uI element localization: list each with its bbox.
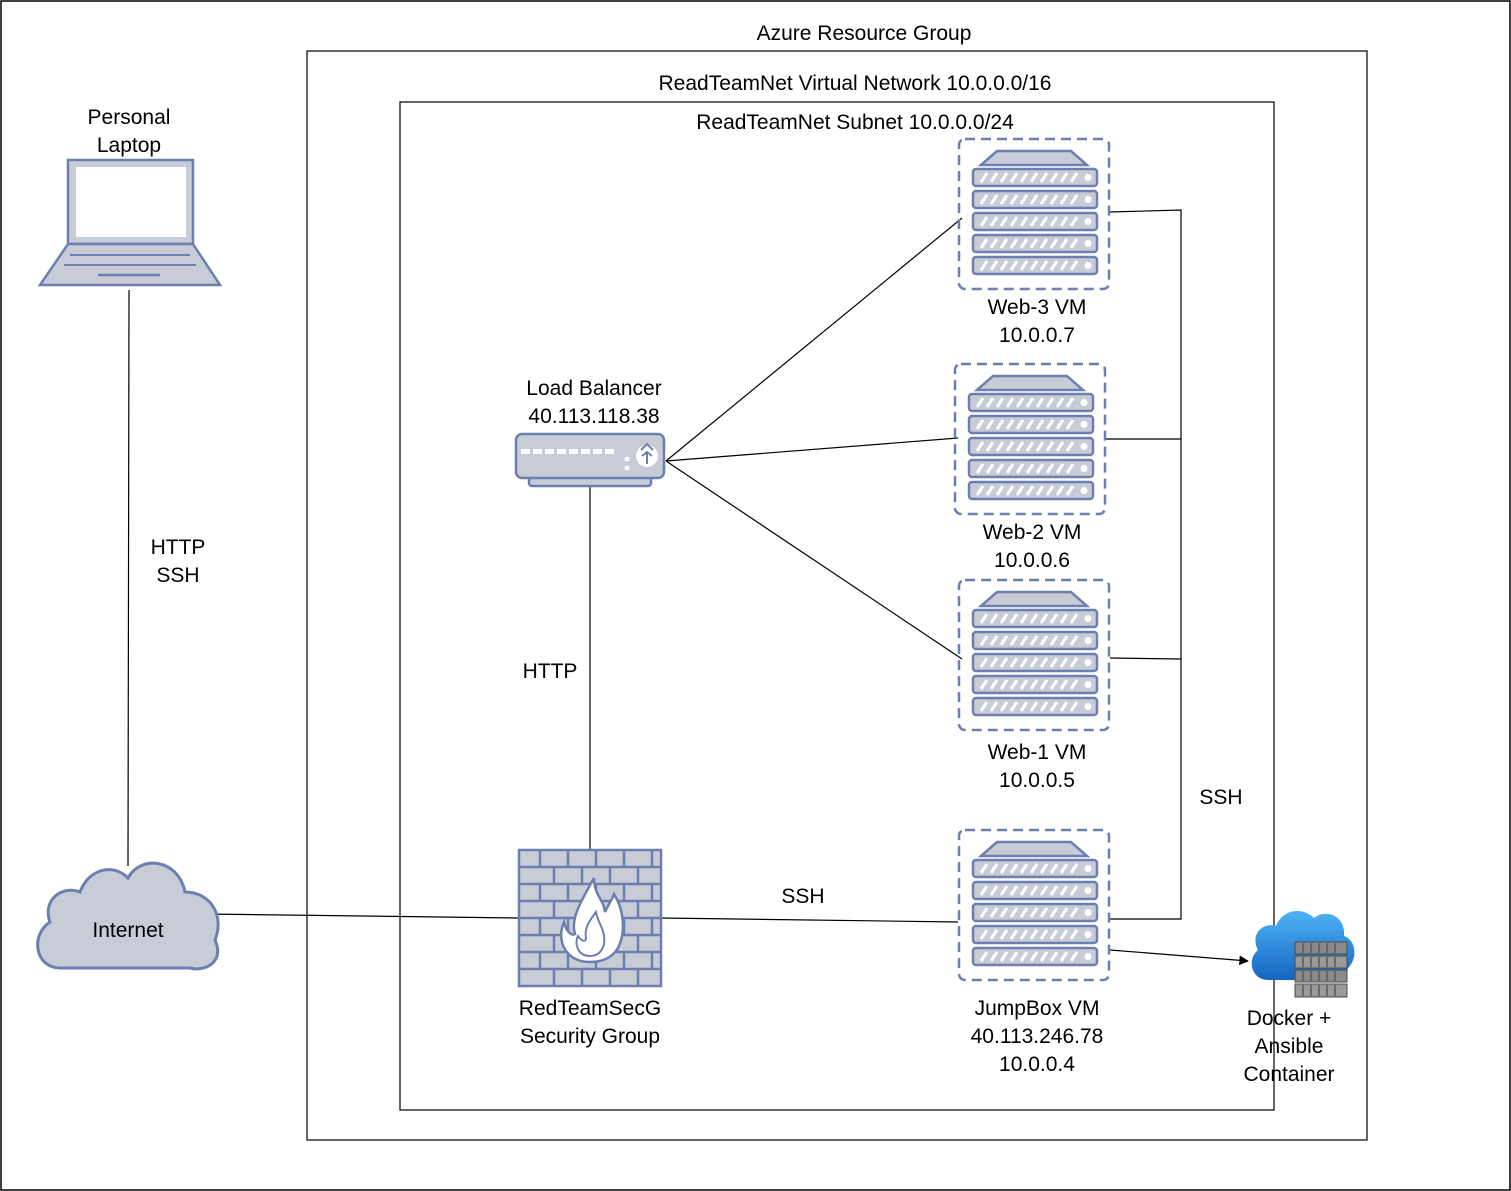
laptop-icon	[37, 158, 223, 287]
cloud-icon	[36, 861, 220, 971]
web3-server-icon	[957, 137, 1111, 291]
web2-server-icon	[953, 362, 1107, 516]
container-cloud-icon	[1251, 911, 1355, 998]
jumpbox-server-icon	[957, 828, 1111, 982]
edge-lb-web1	[665, 460, 963, 660]
edge-jumpbox-web3	[1109, 209, 1182, 920]
secg-label-line1: RedTeamSecG	[519, 997, 661, 1020]
resource-group-label: Azure Resource Group	[757, 22, 972, 45]
edge-internet-secg	[204, 913, 520, 919]
vnet-label: ReadTeamNet Virtual Network 10.0.0.0/16	[659, 72, 1052, 95]
edge-label-http-lb: HTTP	[523, 660, 578, 683]
edge-lb-web3	[665, 217, 963, 462]
container-label-line2: Ansible	[1255, 1035, 1324, 1058]
load-balancer-icon	[514, 432, 666, 488]
container-label-line3: Container	[1243, 1063, 1334, 1086]
edge-laptop-internet	[127, 289, 130, 867]
lb-label-line1: Load Balancer	[526, 377, 661, 400]
resource-group-box	[306, 50, 1368, 1141]
edge-jumpbox-container	[1109, 949, 1249, 966]
web2-label-line1: Web-2 VM	[983, 521, 1082, 544]
secg-label-line2: Security Group	[520, 1025, 660, 1048]
web3-label-line1: Web-3 VM	[988, 296, 1087, 319]
laptop-label-line2: Laptop	[97, 134, 161, 157]
firewall-icon	[517, 848, 663, 988]
web1-label-line2: 10.0.0.5	[999, 769, 1075, 792]
edge-label-ssh-jumpbox: SSH	[781, 885, 824, 908]
edge-lb-web2	[665, 437, 959, 462]
vnet-box	[399, 101, 1275, 1111]
lb-label-line2: 40.113.118.38	[528, 405, 659, 428]
subnet-label: ReadTeamNet Subnet 10.0.0.0/24	[696, 111, 1014, 134]
edge-secg-jumpbox	[660, 917, 959, 923]
internet-label: Internet	[92, 919, 163, 942]
web3-label-line2: 10.0.0.7	[999, 324, 1075, 347]
jumpbox-label-line1: JumpBox VM	[975, 997, 1100, 1020]
edge-jumpbox-web1	[1109, 657, 1182, 660]
jumpbox-label-line2: 40.113.246.78	[971, 1025, 1104, 1048]
edge-label-http: HTTP	[151, 536, 206, 559]
laptop-label-line1: Personal	[88, 106, 171, 129]
web1-server-icon	[957, 578, 1111, 732]
edges	[127, 209, 1249, 966]
container-label-line1: Docker +	[1247, 1007, 1332, 1030]
web1-label-line1: Web-1 VM	[988, 741, 1087, 764]
edge-label-ssh-webs: SSH	[1199, 786, 1242, 809]
edge-label-ssh: SSH	[156, 564, 199, 587]
jumpbox-label-line3: 10.0.0.4	[999, 1053, 1075, 1076]
web2-label-line2: 10.0.0.6	[994, 549, 1070, 572]
